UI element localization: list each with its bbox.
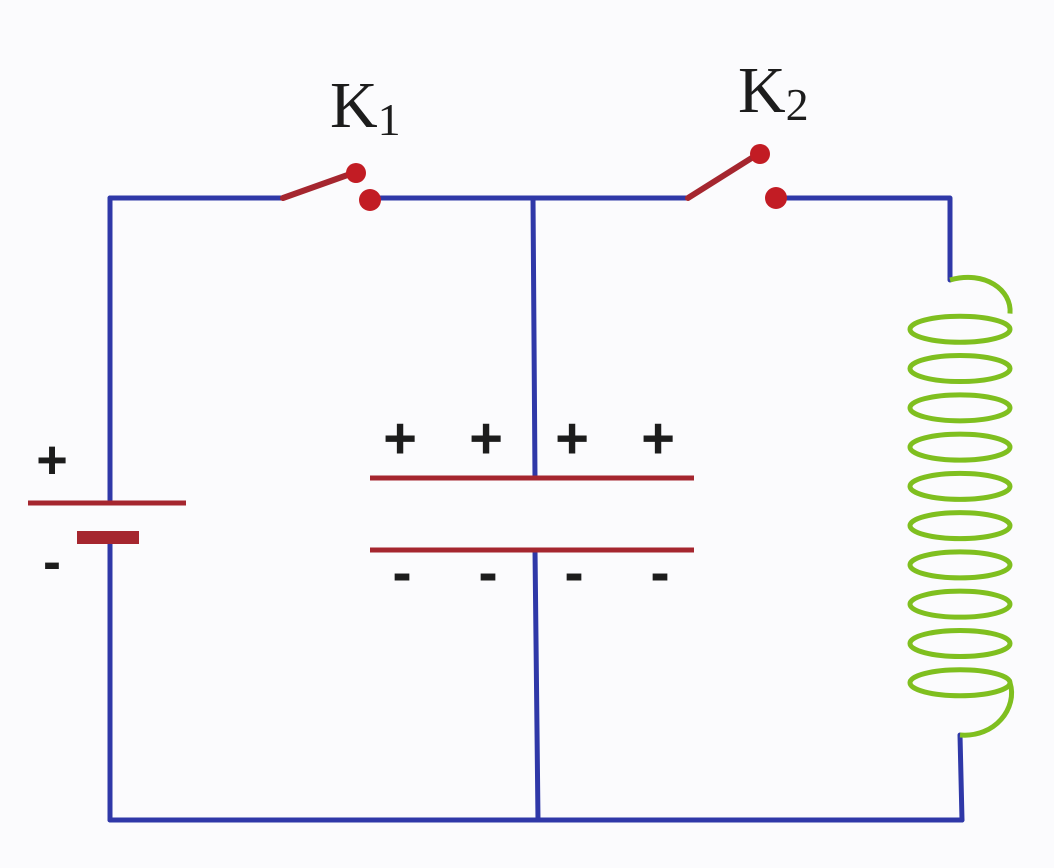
capacitor-top-charges: + + + + — [383, 406, 675, 471]
capacitor: + + + + - - - - — [370, 406, 694, 605]
bottom-charge-4: - — [650, 540, 669, 605]
wire-middle-upper — [530, 195, 538, 481]
inductor-loop — [907, 431, 1013, 463]
switch-k1-contact-bottom — [359, 189, 381, 211]
wires — [107, 195, 965, 823]
top-charge-4: + — [641, 406, 675, 471]
inductor-lead-top — [949, 274, 1013, 314]
switch-k1-contact-top — [346, 163, 366, 183]
switch-k2-contact-top — [750, 144, 770, 164]
battery-minus-sign: - — [43, 532, 61, 592]
bottom-charge-1: - — [392, 540, 411, 605]
inductor-loop — [907, 470, 1013, 502]
switch-k2: K2 — [685, 54, 809, 209]
switch-k1-blade — [280, 169, 359, 201]
capacitor-bottom-charges: - - - - — [392, 540, 669, 605]
wire-right-lower — [957, 732, 965, 823]
battery: + - — [28, 430, 186, 592]
inductor-coil — [907, 274, 1014, 738]
bottom-charge-3: - — [564, 540, 583, 605]
inductor-loop — [907, 313, 1013, 345]
switch-k1: K1 — [280, 69, 401, 211]
switch-k2-label: K2 — [738, 54, 809, 130]
top-charge-3: + — [555, 406, 589, 471]
inductor-loop — [907, 588, 1013, 620]
switch-k2-contact-bottom — [765, 187, 787, 209]
inductor-lead-bottom — [959, 681, 1014, 738]
switch-k2-blade — [685, 151, 761, 201]
inductor-loop — [907, 667, 1013, 699]
wire-top-right — [777, 195, 953, 283]
inductor-loop — [907, 627, 1013, 659]
top-charge-1: + — [383, 406, 417, 471]
inductor-loop — [907, 392, 1013, 424]
battery-short-plate — [77, 531, 139, 544]
switch-k1-label: K1 — [330, 69, 401, 145]
top-charge-2: + — [469, 406, 503, 471]
battery-plus-sign: + — [36, 430, 68, 490]
inductor-loop — [907, 549, 1013, 581]
wire-middle-lower — [532, 547, 541, 823]
inductor-loop — [907, 510, 1013, 542]
bottom-charge-2: - — [478, 540, 497, 605]
inductor-loop — [907, 353, 1013, 385]
